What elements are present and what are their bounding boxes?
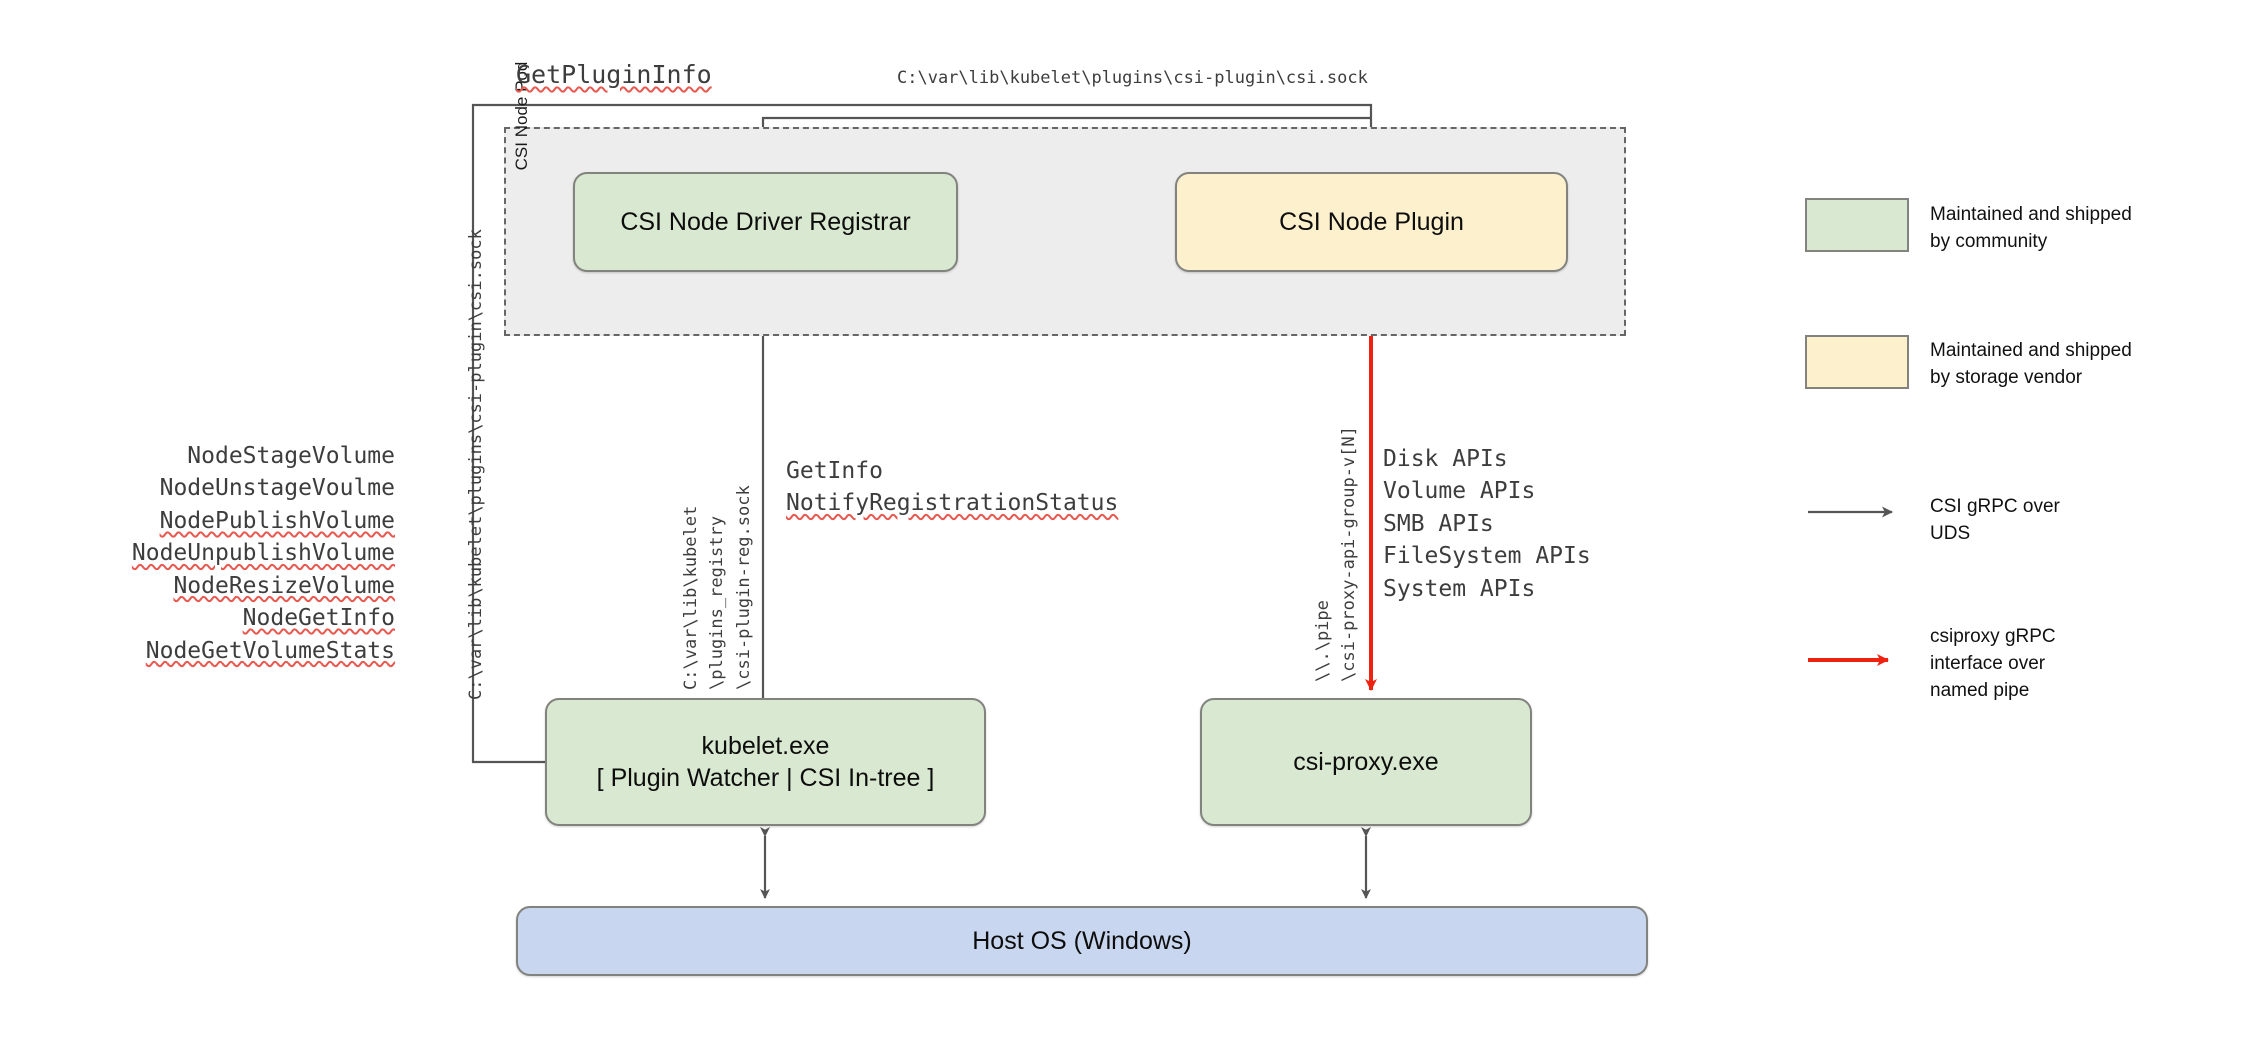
node-service-call: NodeGetInfo <box>242 605 395 632</box>
node-box-csi-proxy-exe[interactable]: csi-proxy.exe <box>1200 698 1532 826</box>
storage-api: Disk APIs <box>1383 446 1508 472</box>
edge-label-named-pipe-path: \\.\pipe \csi-proxy-api-group-v[N] <box>1310 426 1363 682</box>
node-service-call: NodeUnpublishVolume <box>131 540 395 567</box>
node-service-call: NodeUnstageVoulme <box>159 475 395 502</box>
storage-api: System APIs <box>1383 575 1536 602</box>
legend-pipe-line-1: csiproxy gRPC <box>1930 626 2056 647</box>
legend-label-community: Maintained and shipped by community <box>1930 202 2210 256</box>
storage-api: FileSystem APIs <box>1383 543 1591 570</box>
node-box-kubelet-exe[interactable]: kubelet.exe [ Plugin Watcher | CSI In-tr… <box>545 698 986 826</box>
storage-api: SMB APIs <box>1383 510 1494 537</box>
legend-vendor-line-2: by storage vendor <box>1930 366 2083 388</box>
storage-api-list: Disk APIs Volume APIs SMB APIs FileSyste… <box>1383 443 1591 605</box>
node-service-call: NodePublishVolume <box>159 507 395 534</box>
edge-label-get-plugin-info: GetPluginInfo <box>516 60 712 89</box>
legend-community-line-1: Maintained and shipped <box>1930 204 2132 225</box>
node-box-label: CSI Node Plugin <box>1279 208 1464 236</box>
node-service-call: NodeGetVolumeStats <box>145 637 395 664</box>
node-box-label: CSI Node Driver Registrar <box>620 208 911 236</box>
legend-label-csi-grpc-uds: CSI gRPC over UDS <box>1930 494 2210 548</box>
pipe-path-line-1: \\.\pipe <box>1313 600 1333 682</box>
legend-uds-line-2: UDS <box>1930 522 1971 544</box>
legend-pipe-line-2: interface over <box>1930 652 2046 674</box>
registry-path-line-3: \csi-plugin-reg.sock <box>733 485 754 690</box>
kubelet-title: kubelet.exe <box>701 732 830 760</box>
registration-call: NotifyRegistrationStatus <box>786 490 1119 517</box>
edge-label-csi-sock-path: C:\var\lib\kubelet\plugins\csi-plugin\cs… <box>897 68 1368 88</box>
edge-label-csi-sock-path-vertical: C:\var\lib\kubelet\plugins\csi-plugin\cs… <box>466 229 486 700</box>
legend-label-storage-vendor: Maintained and shipped by storage vendor <box>1930 338 2210 392</box>
kubelet-subtitle: [ Plugin Watcher | CSI In-tree ] <box>596 764 935 792</box>
registry-path-line-2: \plugins_registry <box>707 516 728 690</box>
node-box-label-group: kubelet.exe [ Plugin Watcher | CSI In-tr… <box>597 730 935 794</box>
registration-call: GetInfo <box>786 458 883 484</box>
legend-uds-line-1: CSI gRPC over <box>1930 496 2060 517</box>
node-box-label: Host OS (Windows) <box>972 927 1192 955</box>
storage-api: Volume APIs <box>1383 478 1536 505</box>
edge-label-plugins-registry-path: C:\var\lib\kubelet \plugins_registry \cs… <box>678 485 757 690</box>
legend-vendor-line-1: Maintained and shipped <box>1930 340 2132 361</box>
node-service-call-list: NodeStageVolume NodeUnstageVoulme NodePu… <box>105 440 395 667</box>
legend-swatch-community <box>1805 198 1909 252</box>
node-box-host-os[interactable]: Host OS (Windows) <box>516 906 1648 976</box>
legend-pipe-line-3: named pipe <box>1930 679 2030 701</box>
legend-swatch-storage-vendor <box>1805 335 1909 389</box>
node-box-csi-node-driver-registrar[interactable]: CSI Node Driver Registrar <box>573 172 958 272</box>
registry-path-line-1: C:\var\lib\kubelet <box>681 505 701 690</box>
node-box-csi-node-plugin[interactable]: CSI Node Plugin <box>1175 172 1568 272</box>
registration-call-list: GetInfo NotifyRegistrationStatus <box>786 455 1118 520</box>
legend-community-line-2: by community <box>1930 230 2048 252</box>
node-service-call: NodeStageVolume <box>187 443 395 469</box>
legend-label-csiproxy-named-pipe: csiproxy gRPC interface over named pipe <box>1930 624 2210 705</box>
pipe-path-line-2: \csi-proxy-api-group-v[N] <box>1339 426 1360 682</box>
node-service-call: NodeResizeVolume <box>173 572 395 599</box>
node-box-label: csi-proxy.exe <box>1293 748 1439 776</box>
